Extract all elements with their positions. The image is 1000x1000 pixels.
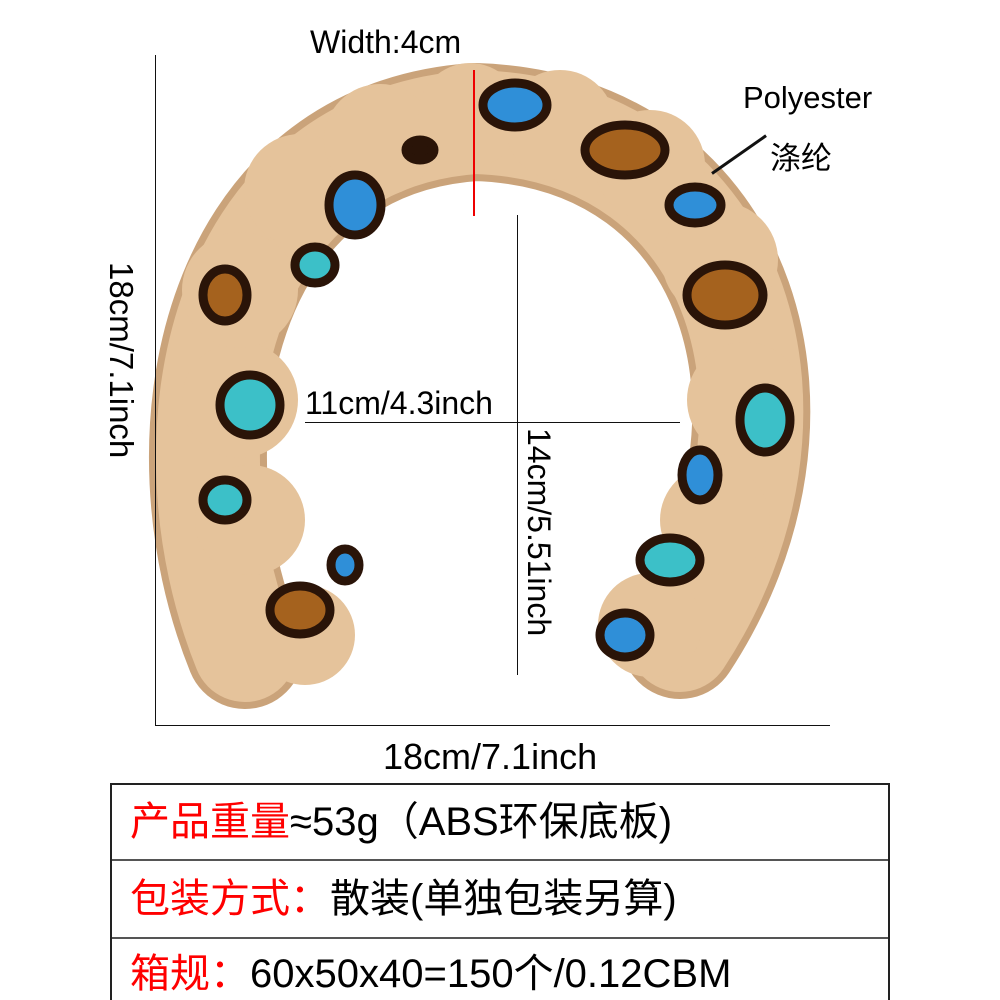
spec-value: 散装(单独包装另算): [330, 877, 677, 921]
material-en-label: Polyester: [743, 80, 873, 115]
height-dimension-line: [155, 55, 156, 725]
leopard-headband-image: [148, 62, 811, 709]
spec-table: 产品重量≈53g（ABS环保底板) 包装方式：散装(单独包装另算) 箱规：60x…: [110, 783, 890, 1000]
spec-label: 包装方式：: [130, 877, 330, 921]
height-label: 18cm/7.1inch: [103, 262, 140, 459]
spec-value: ≈53g（ABS环保底板): [290, 800, 673, 844]
inner-height-line: [517, 215, 518, 675]
width-label: Width:4cm: [310, 24, 462, 60]
inner-width-label: 11cm/4.3inch: [305, 385, 493, 421]
width-dimension-line: [155, 725, 830, 726]
band-width-line: [473, 70, 475, 216]
spec-row-packaging: 包装方式：散装(单独包装另算): [112, 861, 888, 939]
bottom-width-label: 18cm/7.1inch: [383, 736, 598, 777]
spec-row-carton: 箱规：60x50x40=150个/0.12CBM: [112, 939, 888, 1000]
spec-label: 产品重量: [130, 800, 290, 844]
spec-label: 箱规：: [130, 952, 250, 996]
inner-width-line: [305, 422, 680, 423]
spec-value: 60x50x40=150个/0.12CBM: [250, 952, 732, 996]
inner-height-label: 14cm/5.51inch: [521, 428, 557, 637]
spec-row-weight: 产品重量≈53g（ABS环保底板): [112, 785, 888, 861]
material-cn-label: 涤纶: [770, 141, 832, 176]
